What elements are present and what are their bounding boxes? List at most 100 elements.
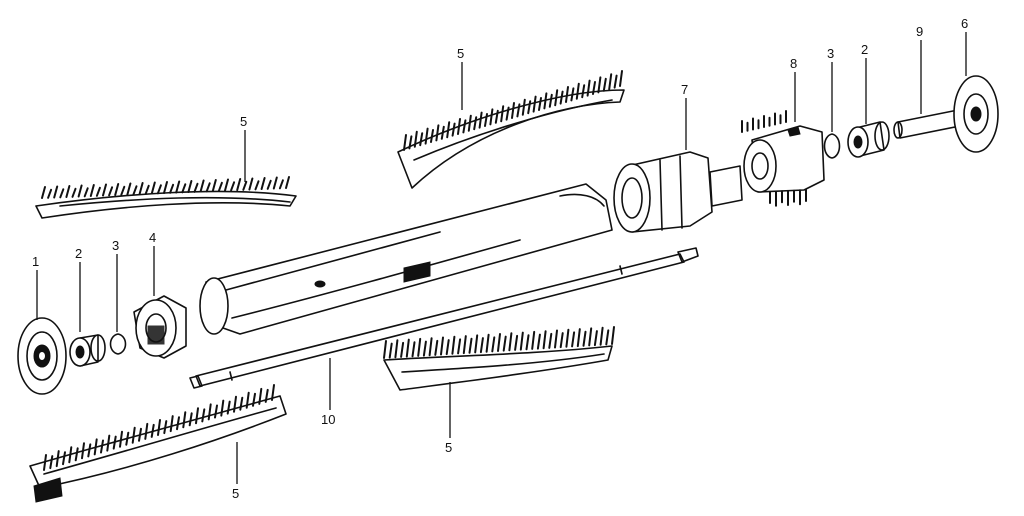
bristle-tuft [570, 87, 575, 102]
bristle-tuft [554, 329, 558, 349]
bristle-tuft [571, 331, 576, 348]
bristle-tuft [201, 408, 206, 423]
bristle-tuft [422, 340, 427, 357]
bristle-tuft [408, 135, 413, 150]
bristle-tuft [258, 387, 263, 405]
bristle-tuft [156, 184, 162, 195]
bristle-tuft [230, 181, 236, 192]
bristle-tuft [505, 106, 510, 121]
bristle-tuft [542, 330, 547, 350]
bristle-tuft [236, 178, 242, 191]
bristle-tuft [500, 105, 505, 123]
bristle-tuft [467, 114, 472, 132]
bristle-tuft [252, 392, 256, 407]
bristle-tuft [217, 181, 223, 192]
bristle-tuft [242, 180, 248, 191]
bristle-tuft [619, 70, 623, 87]
end-cap-left [17, 317, 67, 395]
bristle-tuft [508, 332, 513, 352]
bristle-tuft [531, 330, 536, 350]
bristle-tuft [285, 176, 290, 189]
bristle-tuft [428, 337, 433, 357]
bristle-tuft [214, 404, 218, 419]
center-shaft [189, 247, 699, 389]
bristle-tuft [532, 95, 537, 113]
bristle-tuft [440, 336, 444, 356]
bristle-tuft [597, 76, 602, 94]
bristle-tuft [565, 328, 570, 348]
brush-strip-upper-left [35, 176, 297, 219]
bearing-right [847, 121, 890, 158]
bristle-tuft [576, 328, 581, 348]
bristle-tuft [608, 73, 613, 91]
bristle-tuft [272, 176, 278, 190]
bristle-tuft [502, 335, 507, 352]
bristle-tuft [120, 185, 126, 196]
bristle-tuft [144, 184, 150, 195]
brush-strip-lower-middle [383, 326, 615, 391]
bristle-tuft [446, 121, 451, 139]
bristle-tuft [74, 447, 79, 462]
bearing-housing [741, 110, 825, 207]
bristle-tuft [132, 185, 138, 196]
bristle-tuft [462, 335, 467, 355]
bristle-tuft [150, 423, 155, 438]
bristle-tuft [138, 182, 144, 195]
bristle-tuft [131, 426, 136, 444]
bristle-tuft [47, 188, 53, 199]
bristle-tuft [536, 333, 541, 350]
brush-roll-tube [199, 183, 613, 335]
bristle-tuft [55, 450, 60, 468]
bristle-tuft [125, 431, 130, 446]
callout-6: 6 [961, 16, 968, 31]
bristle-tuft [489, 108, 494, 126]
callout-1: 1 [32, 254, 39, 269]
bristle-tuft [126, 182, 132, 196]
bristle-tuft [485, 333, 490, 353]
bristle-tuft [176, 416, 180, 431]
callout-3-right: 3 [827, 46, 834, 61]
bristle-tuft [435, 124, 440, 142]
bristle-tuft [220, 399, 225, 417]
bristle-tuft [233, 395, 237, 413]
bristle-tuft [411, 341, 416, 358]
bristle-tuft [195, 407, 199, 425]
bristle-tuft [68, 446, 73, 464]
bristle-tuft [211, 179, 217, 192]
bristle-tuft [87, 443, 92, 458]
bristle-tuft [59, 188, 65, 199]
bristle-tuft [264, 388, 269, 403]
bristle-tuft [514, 334, 519, 351]
bristle-tuft [169, 183, 175, 194]
callout-9: 9 [916, 24, 923, 39]
bristle-tuft [278, 179, 284, 190]
bristle-tuft [71, 187, 77, 198]
bristle-tuft [65, 185, 71, 198]
bristle-tuft [602, 77, 607, 92]
bristle-tuft [187, 180, 193, 193]
bristle-tuft [613, 74, 618, 89]
bristle-tuft [83, 187, 89, 198]
bristle-tuft [89, 184, 95, 197]
bristle-tuft [163, 181, 168, 194]
bristle-tuft [440, 125, 445, 140]
bristle-tuft [43, 454, 47, 471]
brush-strip-upper-middle [397, 70, 625, 189]
bristle-tuft [163, 420, 168, 435]
bristle-tuft [403, 134, 407, 151]
bristle-tuft [245, 391, 250, 409]
bristle-tuft [150, 181, 156, 195]
bearing-left [69, 334, 106, 367]
bristle-tuft [400, 341, 405, 358]
callout-4: 4 [149, 230, 156, 245]
callout-5-lower-middle: 5 [445, 440, 452, 455]
bristle-tuft [405, 338, 410, 358]
callout-5-upper-left: 5 [240, 114, 247, 129]
callout-labels: 1 2 3 4 5 5 7 8 3 2 9 6 10 5 5 [32, 16, 968, 501]
snap-ring-right [823, 133, 841, 159]
bristle-tuft [588, 327, 593, 347]
bristle-tuft [226, 400, 231, 415]
bristle-tuft [266, 179, 272, 190]
brush-end-bracket [133, 295, 187, 359]
callout-3-left: 3 [112, 238, 119, 253]
